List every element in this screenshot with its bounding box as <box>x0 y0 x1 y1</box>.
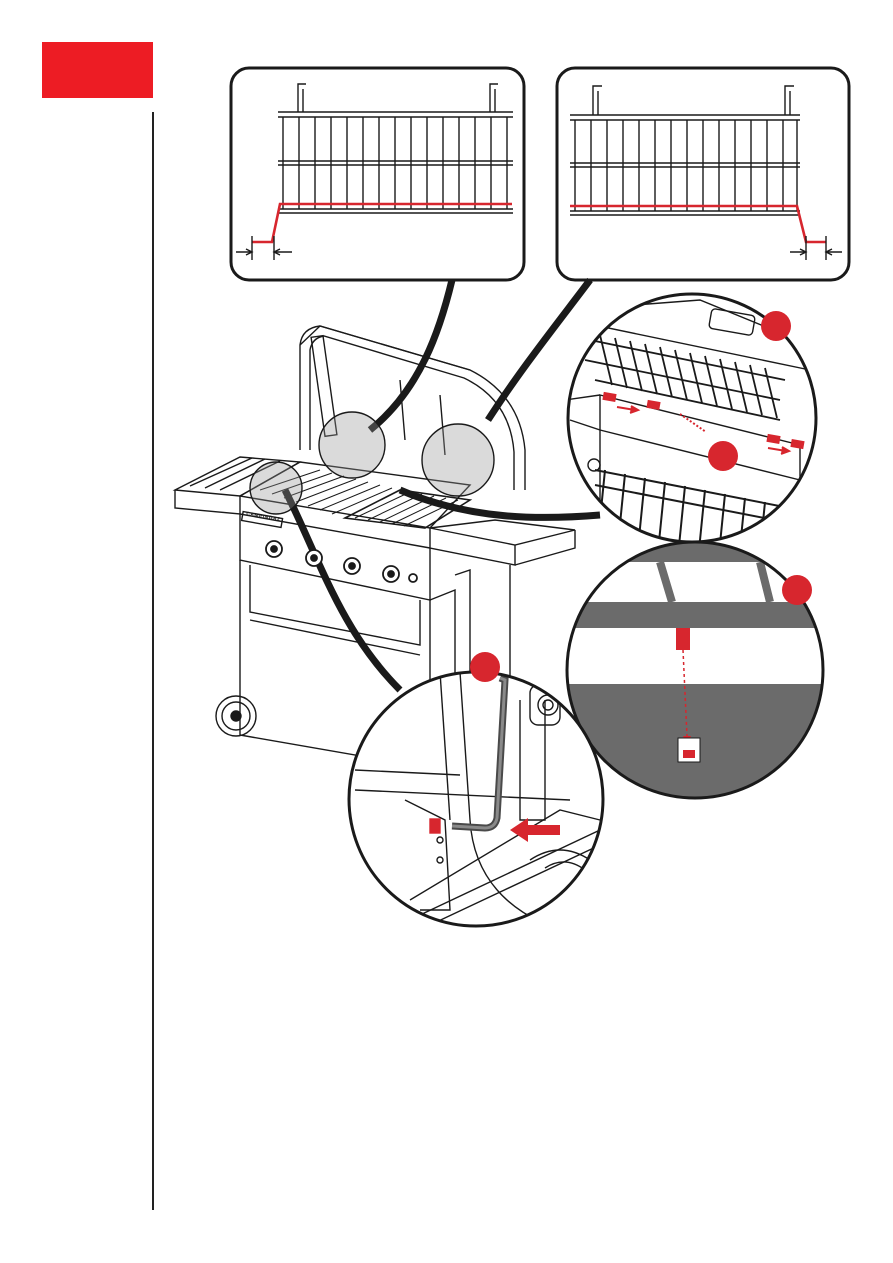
warming-rack-detail-left <box>231 68 524 280</box>
callout-dot-icon <box>708 441 738 471</box>
hinge-rod-detail <box>349 672 603 930</box>
callout-dot-icon <box>782 575 812 605</box>
callout-dot-icon <box>761 311 791 341</box>
callout-dot-icon <box>470 652 500 682</box>
warming-rack-detail-right <box>557 68 849 280</box>
control-knobs <box>266 541 417 582</box>
